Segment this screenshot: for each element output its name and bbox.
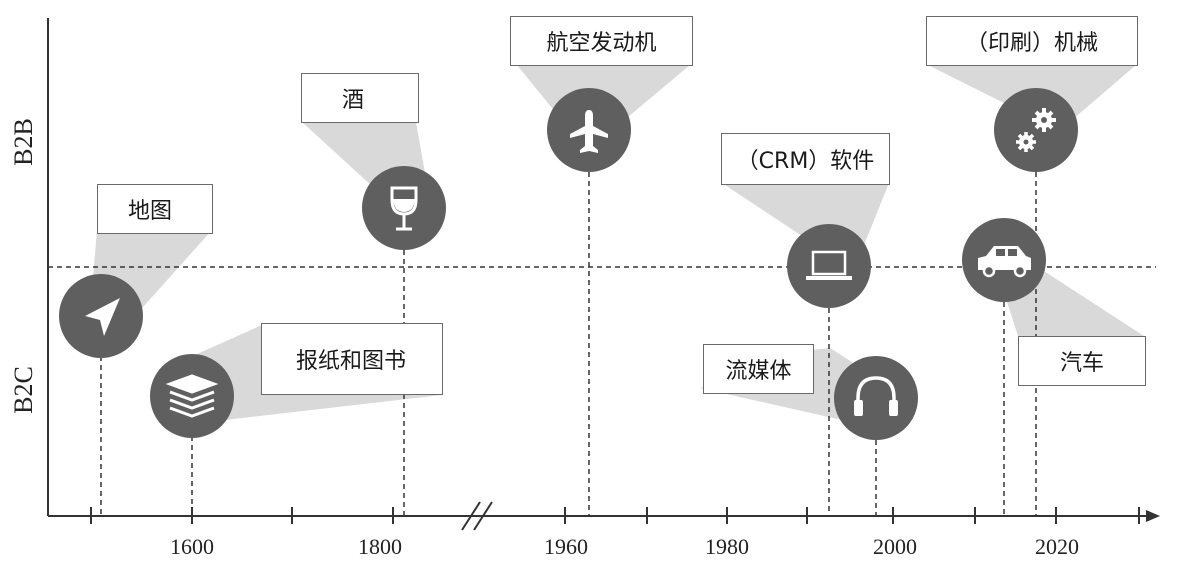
y-label-b2b: B2B (9, 118, 38, 166)
wine-node (362, 166, 446, 250)
crm-node (787, 224, 871, 308)
wine-glass-icon (390, 186, 418, 231)
label-aero: 航空发动机 (510, 16, 693, 66)
label-books: 报纸和图书 (261, 323, 443, 395)
aero-node (547, 88, 631, 172)
label-streaming: 流媒体 (703, 344, 814, 394)
label-car: 汽车 (1018, 336, 1146, 386)
streaming-node (834, 356, 918, 440)
books-stack-icon (165, 374, 219, 418)
axis-break-icon (461, 501, 493, 531)
x-tick-label: 1980 (705, 534, 749, 559)
car-icon (978, 246, 1031, 278)
x-tick-label: 1800 (358, 534, 402, 559)
gears-icon (1016, 108, 1056, 152)
label-wine: 酒 (301, 73, 419, 123)
x-tick-label: 2020 (1035, 534, 1079, 559)
x-axis-arrow (1146, 510, 1160, 522)
label-crm: （CRM）软件 (721, 133, 890, 185)
car-node (962, 218, 1046, 302)
books-node (150, 354, 234, 438)
y-label-b2c: B2C (9, 366, 38, 414)
x-tick-label: 2000 (873, 534, 917, 559)
label-machinery: （印刷）机械 (926, 16, 1138, 66)
x-tick-label: 1960 (544, 534, 588, 559)
navigation-arrow-icon (85, 298, 120, 336)
airplane-icon (570, 110, 608, 153)
x-ticks (90, 507, 1140, 524)
machinery-node (994, 88, 1078, 172)
label-maps: 地图 (97, 184, 213, 234)
x-tick-label: 1600 (170, 534, 214, 559)
laptop-icon (806, 250, 852, 280)
headphones-icon (854, 376, 898, 416)
maps-node (59, 274, 143, 358)
